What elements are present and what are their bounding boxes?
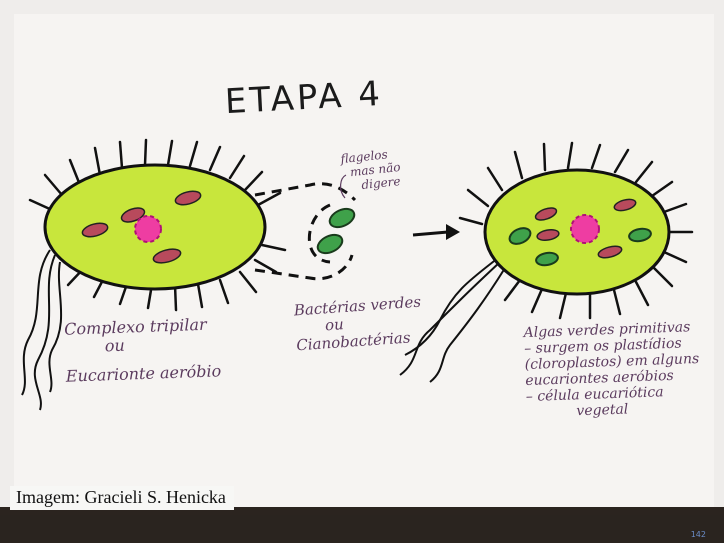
flagella-note: flagelos mas não digere [340,147,403,194]
right-nucleus [571,215,599,243]
left-organism-label: Complexo tripilar ou Eucarionte aeróbio [64,315,222,386]
left-organism-line: ou [105,334,221,356]
middle-label: Bactérias verdes ou Cianobactérias [293,294,424,355]
left-nucleus [135,216,161,242]
image-credit: Imagem: Gracieli S. Henicka [10,486,234,510]
right-organism-label: Algas verdes primitivas – surgem os plas… [523,319,701,422]
page-number: 142 [691,530,706,539]
stage-title: ETAPA 4 [224,74,384,122]
